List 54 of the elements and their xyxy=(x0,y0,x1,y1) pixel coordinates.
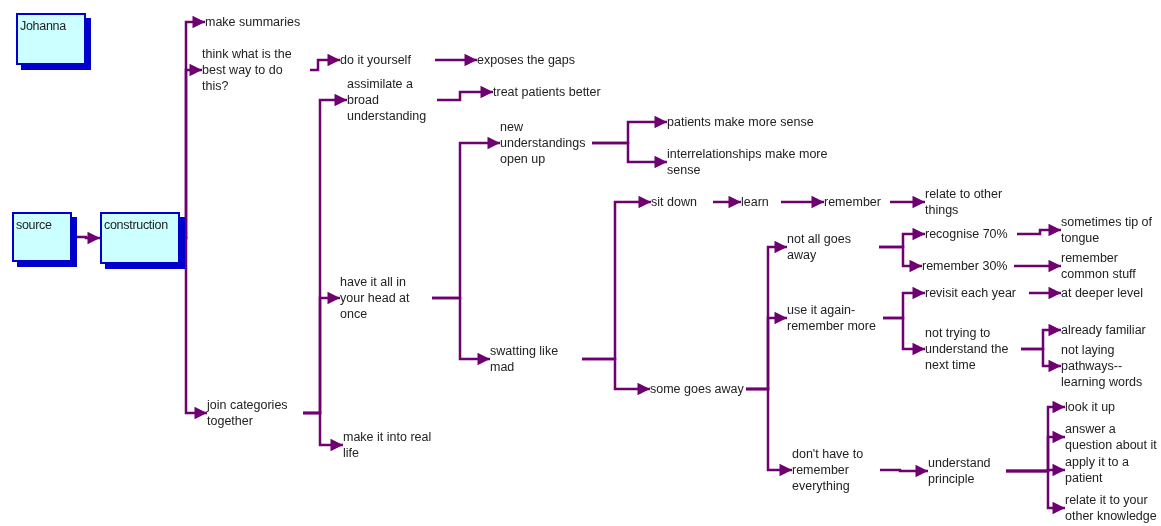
topic-label: source xyxy=(16,217,53,233)
arrow xyxy=(1006,469,1065,515)
topic-text: not laying pathways--learning words xyxy=(1061,342,1157,390)
topic-text: exposes the gaps xyxy=(477,52,587,68)
topic-text: patients make more sense xyxy=(667,114,827,130)
topic-text: apply it to a patient xyxy=(1065,454,1157,486)
arrow xyxy=(746,387,792,477)
topic-text: treat patients better xyxy=(493,84,618,100)
arrow xyxy=(310,53,340,72)
arrow xyxy=(592,141,667,169)
topic-text: think what is the best way to do this? xyxy=(202,46,310,94)
topic-text: sit down xyxy=(651,194,713,210)
topic-text: learn xyxy=(741,194,781,210)
topic-text: remember 30% xyxy=(922,258,1014,274)
topic-text: use it again-remember more xyxy=(787,302,883,334)
arrow xyxy=(879,245,922,273)
topic-text: revisit each year xyxy=(925,285,1029,301)
topic-text: relate to other things xyxy=(925,186,1025,218)
topic-text: swatting like mad xyxy=(490,343,582,375)
topic-text: make it into real life xyxy=(343,429,443,461)
topic-text: not all goes away xyxy=(787,231,879,263)
arrow xyxy=(713,195,741,209)
topic-text: interrelationships make more sense xyxy=(667,146,837,178)
topic-text: assimilate a broad understanding xyxy=(347,76,437,124)
topic-text: do it yourself xyxy=(340,52,435,68)
topic-text: already familiar xyxy=(1061,322,1161,338)
topic-label: Johanna xyxy=(20,18,67,34)
topic-text: relate it to your other knowledge xyxy=(1065,492,1161,524)
topic-text: some goes away xyxy=(650,381,746,397)
topic-text: have it all in your head at once xyxy=(340,274,432,322)
topic-text: remember xyxy=(824,194,890,210)
topic-label: construction xyxy=(104,217,169,233)
topic-text: not trying to understand the next time xyxy=(925,325,1021,373)
arrow xyxy=(1014,259,1061,273)
arrow xyxy=(890,195,925,209)
topic-text: look it up xyxy=(1065,399,1145,415)
arrow xyxy=(781,195,824,209)
arrow xyxy=(432,296,490,366)
arrow xyxy=(435,53,477,67)
arrow xyxy=(1029,286,1061,300)
arrow xyxy=(1017,223,1061,237)
arrow xyxy=(883,316,925,356)
arrow xyxy=(582,357,650,396)
topic-text: join categories together xyxy=(207,397,303,429)
topic-text: don't have to remember everything xyxy=(792,446,880,494)
topic-text: understand principle xyxy=(928,455,1006,487)
topic-text: at deeper level xyxy=(1061,285,1161,301)
arrow xyxy=(880,464,928,478)
arrow xyxy=(437,85,493,102)
arrow xyxy=(1021,347,1061,373)
topic-text: new understandings open up xyxy=(500,119,592,167)
topic-text: recognise 70% xyxy=(925,226,1017,242)
topic-text: make summaries xyxy=(205,14,315,30)
arrow xyxy=(303,411,343,452)
